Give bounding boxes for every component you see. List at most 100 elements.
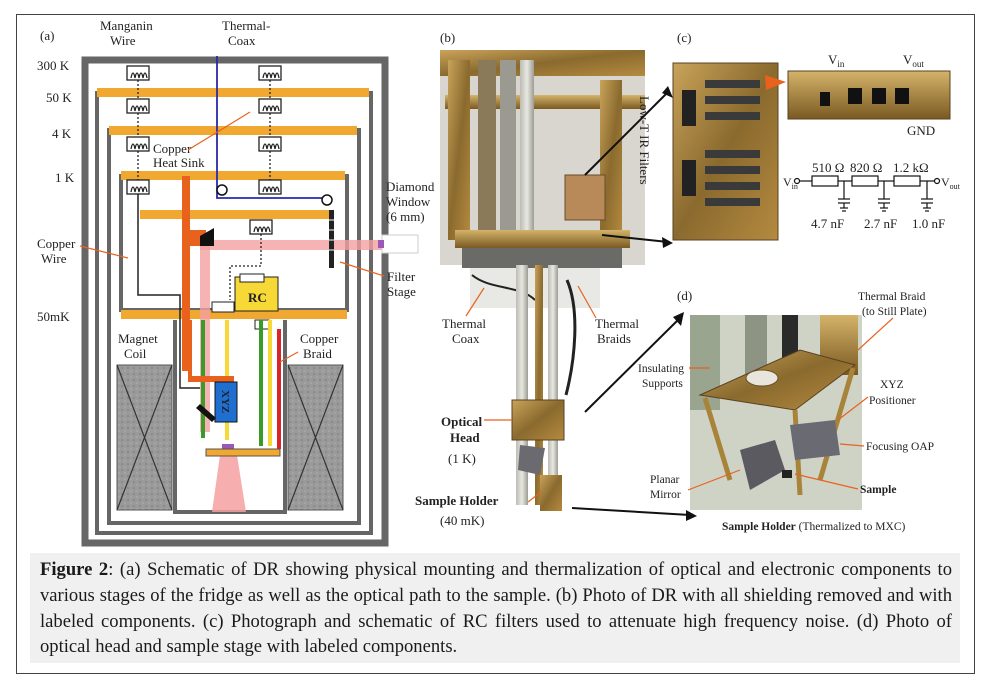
diamond-window-seal bbox=[378, 240, 384, 248]
rc-photo-connector bbox=[682, 90, 696, 126]
copper-wire-orange bbox=[188, 320, 192, 380]
panel-c-label: (c) bbox=[677, 30, 691, 45]
magnet-coil-label-1: Magnet bbox=[118, 331, 158, 346]
rc-zoom-components bbox=[820, 88, 909, 106]
sample-holder-b-label-1: Sample Holder bbox=[415, 493, 499, 508]
vout-photo-label: Vout bbox=[903, 52, 924, 69]
plate-4k bbox=[109, 126, 357, 135]
heat-sink-arrow bbox=[187, 111, 251, 151]
coax-clamp bbox=[321, 194, 333, 206]
resistor-3-label: 1.2 kΩ bbox=[893, 160, 929, 175]
planar-mirror-arrow bbox=[687, 469, 741, 491]
vin-schematic-label: Vin bbox=[783, 175, 798, 191]
diamond-window bbox=[381, 234, 419, 254]
plate-still bbox=[140, 210, 333, 219]
rc-photo-connector bbox=[682, 160, 696, 196]
dr-photo-top-plate bbox=[440, 50, 645, 76]
copper-wire-label-1: Copper bbox=[37, 236, 76, 251]
sample-label: Sample bbox=[860, 484, 896, 496]
panel-d-optical-head: (d) Thermal Braid (to Still Plate) Insul… bbox=[638, 288, 934, 533]
sample bbox=[222, 444, 234, 449]
diamond-window-label-1: Diamond bbox=[386, 179, 435, 194]
sample-holder-d-label: Sample Holder (Thermalized to MXC) bbox=[722, 521, 906, 533]
ir-filter-arrow bbox=[584, 91, 669, 176]
copper-heat-sink-label-1: Copper bbox=[153, 141, 192, 156]
sample-holder bbox=[205, 448, 281, 457]
focusing-oap-arrow bbox=[839, 443, 865, 447]
wire-red bbox=[277, 329, 281, 449]
panel-b-label: (b) bbox=[440, 30, 455, 45]
xyz-positioner bbox=[214, 381, 238, 423]
dr-photo-mirror bbox=[518, 445, 545, 475]
panel-c-rc-filters: (c) Vin Vout GND bbox=[672, 30, 961, 241]
thermal-braids-arrow bbox=[577, 285, 597, 319]
thermal-braid-label-1: Thermal Braid bbox=[858, 291, 926, 303]
figure-caption: Figure 2: (a) Schematic of DR showing ph… bbox=[40, 557, 952, 660]
temp-300k: 300 K bbox=[37, 58, 70, 73]
magnet-coil-label-2: Coil bbox=[124, 346, 147, 361]
mirror-top bbox=[200, 228, 214, 246]
thermal-braid-arrow bbox=[857, 317, 894, 351]
optical-head-photo-sample bbox=[782, 470, 792, 478]
rc-zoom-photo bbox=[787, 70, 951, 120]
caption-box: Figure 2: (a) Schematic of DR showing ph… bbox=[30, 553, 960, 663]
optical-beam-cone bbox=[212, 455, 246, 512]
xyz-positioner-arrow bbox=[837, 396, 869, 421]
temp-50k: 50 K bbox=[46, 90, 72, 105]
plate-1k bbox=[121, 171, 345, 180]
mirror-bottom bbox=[196, 404, 216, 422]
optical-head-photo-mirror bbox=[740, 440, 785, 490]
copper-heat-sink-label-2: Heat Sink bbox=[153, 155, 205, 170]
dr-photo-optical-head bbox=[511, 399, 565, 441]
thermal-coax-photo-label-1: Thermal bbox=[442, 316, 486, 331]
dr-photo-braid bbox=[564, 279, 577, 396]
rc-zoom-arrow bbox=[765, 75, 786, 90]
caption-label: Figure 2 bbox=[40, 559, 109, 580]
insulating-supports-label-2: Supports bbox=[642, 378, 683, 390]
dr-photo-connectors bbox=[462, 248, 622, 268]
optical-head-photo-leg bbox=[702, 397, 733, 481]
manganin-label-2: Wire bbox=[110, 33, 136, 48]
optical-head-label-2: Head bbox=[450, 430, 480, 445]
capacitor-3-label: 1.0 nF bbox=[912, 216, 945, 231]
filter-stage-bar bbox=[329, 210, 334, 268]
copper-heat-sink-bar bbox=[182, 176, 190, 371]
dr-photo-rod bbox=[516, 265, 528, 505]
panel-a-label: (a) bbox=[40, 28, 54, 43]
sample-holder-b-label-2: (40 mK) bbox=[440, 513, 484, 528]
magnet-coil-right bbox=[287, 364, 344, 511]
dr-photo-rod bbox=[535, 265, 543, 505]
resistor-2-label: 820 Ω bbox=[850, 160, 882, 175]
copper-braid-label-1: Copper bbox=[300, 331, 339, 346]
vout-schematic-label: Vout bbox=[941, 175, 961, 191]
xyz-positioner-label-2: Positioner bbox=[869, 395, 916, 407]
focusing-oap-label: Focusing OAP bbox=[866, 441, 934, 453]
xyz-mount bbox=[188, 376, 234, 382]
panel-b-photo: (b) Low-T IR Filters Thermal Coax Therma… bbox=[415, 30, 697, 528]
wire-green-right bbox=[259, 320, 263, 446]
optical-head-to-d-arrow bbox=[584, 317, 681, 413]
filter-stage-arrow bbox=[339, 261, 385, 277]
insulating-supports-label-1: Insulating bbox=[638, 363, 684, 375]
sample-holder-to-d-arrow bbox=[571, 507, 691, 516]
coax-heat-sinks bbox=[229, 65, 282, 300]
dr-photo-filter-box bbox=[564, 174, 606, 221]
dr-photo-column bbox=[500, 60, 516, 245]
xyz-label: XYZ bbox=[219, 390, 231, 413]
plate-50k bbox=[97, 88, 369, 97]
plate-50mk bbox=[121, 310, 347, 319]
thermal-coax-label-2: Coax bbox=[228, 33, 256, 48]
capacitor-2-label: 2.7 nF bbox=[864, 216, 897, 231]
thermal-braids-label-1: Thermal bbox=[595, 316, 639, 331]
thermal-braid-label-2: (to Still Plate) bbox=[862, 306, 927, 318]
rc-circuit-schematic bbox=[793, 175, 941, 212]
coax-clamp bbox=[216, 184, 228, 196]
dr-photo-column bbox=[448, 60, 470, 240]
dr-photo-column bbox=[478, 60, 496, 240]
thermal-coax-photo-arrow bbox=[465, 287, 485, 317]
optical-head-photo-oap bbox=[790, 420, 840, 460]
copper-braid-arrow bbox=[279, 351, 299, 363]
sample-holder-b-arrow bbox=[527, 491, 542, 503]
panel-d-label: (d) bbox=[677, 288, 692, 303]
